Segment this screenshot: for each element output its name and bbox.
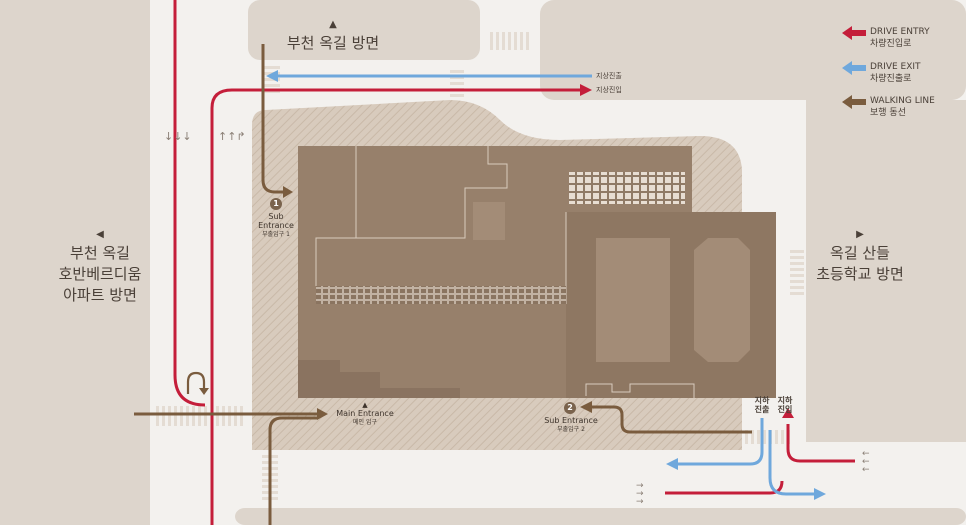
arrowhead-walk-main: [317, 408, 328, 420]
legend-drive-entry-en: DRIVE ENTRY: [870, 27, 930, 37]
arrowhead-underground-exit-left: [666, 458, 678, 470]
route-underground-exit-right: [768, 430, 816, 496]
legend-drive-exit-ko: 차량진출로: [870, 74, 912, 84]
walk-main-bottom: [268, 416, 318, 525]
legend-walking-line-en: WALKING LINE: [870, 96, 935, 106]
legend-walking-line-ko: 보행 동선: [870, 108, 906, 118]
underground-exit-label: 지하 진출: [754, 396, 770, 414]
triangle-up-icon: ▲: [329, 19, 337, 30]
route-underground-entry-right: [786, 424, 855, 463]
route-underground-entry-left: [665, 480, 784, 495]
block-right: [806, 100, 966, 442]
arrowhead-ground-entry: [580, 84, 592, 96]
crosswalk-top: [490, 32, 529, 50]
direction-right: ▶ 옥길 산들 초등학교 방면: [805, 222, 915, 285]
lane-arrows-left-icon: ←←←: [862, 449, 870, 475]
parking-block-2: [694, 238, 750, 362]
arrowhead-ground-exit: [266, 70, 278, 82]
direction-left-line2: 호반베르디움: [58, 265, 142, 283]
direction-left-line1: 부천 옥길: [70, 244, 130, 262]
direction-right-line1: 옥길 산들: [830, 244, 890, 262]
sub-entrance-2-label: Sub Entrance 부출입구 2: [544, 416, 598, 433]
direction-left: ◀ 부천 옥길 호반베르디움 아파트 방면: [45, 222, 155, 306]
sub-entrance-1-label: Sub Entrance 부출입구 1: [258, 212, 294, 238]
parking-grid: [569, 172, 685, 204]
uturn-icon: [186, 371, 209, 395]
sub-entrance-1-badge: 1: [270, 198, 282, 210]
arrowhead-underground-exit-right: [814, 488, 826, 500]
arrow-left-brown-icon: [842, 95, 866, 109]
main-entrance-label: ▲ Main Entrance 메인 입구: [336, 401, 394, 426]
arrowhead-walk-sub1: [283, 186, 293, 198]
route-underground-exit-left: [678, 418, 764, 466]
triangle-right-icon: ▶: [856, 229, 864, 240]
lane-arrows-down-icon: ↓↓↓: [164, 130, 192, 143]
route-ground-entry: [210, 88, 582, 525]
ground-exit-label: 지상진출: [596, 72, 622, 80]
walk-sub2: [590, 405, 752, 434]
triangle-left-icon: ◀: [96, 229, 104, 240]
underground-entry-label: 지하 진입: [777, 396, 793, 414]
block-bottom: [235, 508, 966, 525]
triangle-up-small-icon: ▲: [362, 401, 368, 409]
lane-arrows-right-icon: →→→: [636, 481, 644, 507]
arrow-left-blue-icon: [842, 61, 866, 75]
grid-structure: [316, 286, 566, 304]
direction-right-line2: 초등학교 방면: [816, 265, 904, 283]
arrow-left-red-icon: [842, 26, 866, 40]
arrowhead-underground-entry: [782, 408, 794, 418]
legend-drive-entry-ko: 차량진입로: [870, 39, 912, 49]
block-top: [248, 0, 480, 60]
ground-entry-label: 지상진입: [596, 86, 622, 94]
parking-block-1: [596, 238, 670, 362]
legend-drive-exit-en: DRIVE EXIT: [870, 62, 921, 72]
sub-entrance-2-badge: 2: [564, 402, 576, 414]
direction-top-label: 부천 옥길 방면: [286, 34, 380, 52]
direction-top: ▲ 부천 옥길 방면: [278, 12, 388, 54]
walk-sub1: [261, 44, 284, 194]
block-top-right: [540, 0, 966, 100]
lane-arrows-up-icon: ↑↑↱: [218, 130, 246, 143]
direction-left-line3: 아파트 방면: [63, 286, 137, 304]
arrowhead-walk-sub2: [580, 401, 592, 413]
route-entry-left-uturn: [173, 0, 206, 407]
